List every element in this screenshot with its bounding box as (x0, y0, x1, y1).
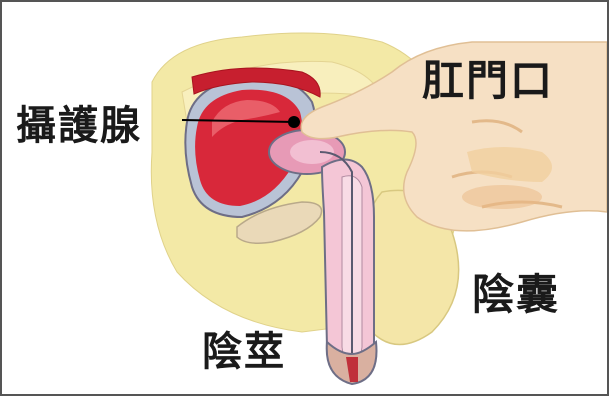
label-penis: 陰莖 (202, 332, 286, 372)
label-scrotum: 陰囊 (472, 274, 560, 316)
knuckle-shadow-2 (462, 185, 542, 209)
label-prostate: 攝護腺 (16, 106, 142, 146)
pointer-dot (288, 116, 300, 128)
label-anus: 肛門口 (422, 60, 554, 102)
